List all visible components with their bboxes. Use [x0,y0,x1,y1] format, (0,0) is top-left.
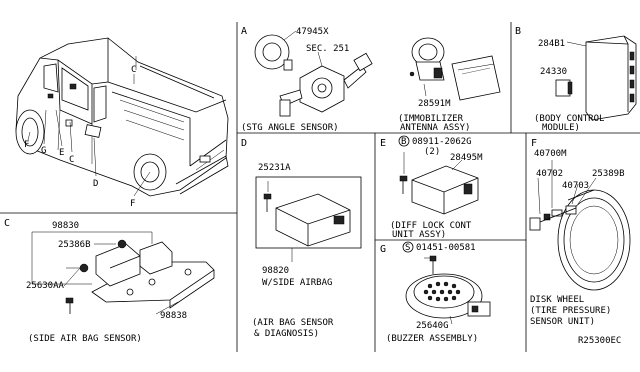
part-number-25630aa: 25630AA [26,281,65,291]
part-number-08911-2062g: 08911-2062G [412,137,472,147]
panel-borders [0,22,640,352]
section-ref-251: SEC. 251 [306,44,349,54]
caption-immobilizer: (IMMOBILIZER [398,114,464,124]
panel-label-d: D [241,138,247,149]
callout-f-left: F [24,140,29,150]
caption-body-control: (BODY CONTROL [534,114,604,124]
immobilizer-antenna-drawing [409,37,501,101]
part-number-98820: 98820 [262,266,289,276]
bolt-symbol: B [401,137,406,147]
diff-lock-control-unit-drawing [398,135,479,215]
airbag-sensor-unit-drawing [255,176,362,262]
caption-tire-pressure: (TIRE PRESSURE) [530,306,611,316]
part-number-40700m: 40700M [534,149,567,159]
caption-diagnosis: & DIAGNOSIS) [254,329,319,339]
panel-label-c: C [4,218,10,229]
caption-side-airbag-sensor: (SIDE AIR BAG SENSOR) [28,334,142,344]
caption-unit-assy: UNIT ASSY) [392,230,446,240]
pickup-truck-illustration [15,37,229,197]
caption-diff-lock: (DIFF LOCK CONT [390,221,472,231]
part-number-25640g: 25640G [416,321,449,331]
part-desc-w-side-airbag: W/SIDE AIRBAG [262,278,332,288]
screw-symbol: S [405,243,410,253]
side-airbag-sensor-drawing [31,231,215,315]
panel-label-f: F [531,138,537,149]
caption-airbag-sensor: (AIR BAG SENSOR [252,318,334,328]
callout-e: E [59,148,64,158]
caption-antenna-assy: ANTENNA ASSY) [400,123,470,133]
caption-module: MODULE) [542,123,580,133]
part-qty-2: (2) [424,147,440,157]
caption-buzzer-assembly: (BUZZER ASSEMBLY) [386,334,478,344]
part-number-01451-00581: 01451-00581 [416,243,476,253]
panel-label-g: G [380,244,386,255]
part-number-40702: 40702 [536,169,563,179]
callout-d: D [93,179,98,189]
part-number-25386b: 25386B [58,240,91,250]
tire-pressure-sensor-drawing [529,160,631,291]
caption-disk-wheel: DISK WHEEL [530,295,584,305]
caption-stg-angle-sensor: (STG ANGLE SENSOR) [241,123,339,133]
buzzer-grille [423,281,461,302]
part-number-47945x: 47945X [296,27,329,37]
callout-c-mid: C [69,155,74,165]
part-number-98830: 98830 [52,221,79,231]
part-number-98838: 98838 [160,311,187,321]
panel-label-b: B [515,26,521,37]
diagram-reference-code: R25300EC [578,336,621,346]
part-number-284b1: 284B1 [538,39,565,49]
callout-g: G [41,146,46,156]
panel-label-a: A [241,26,247,37]
steering-angle-sensor-drawing [254,30,373,117]
part-number-40703: 40703 [562,181,589,191]
part-number-28495m: 28495M [450,153,483,163]
panel-label-e: E [380,138,386,149]
buzzer-assembly-drawing [402,241,491,325]
callout-f-right: F [130,199,135,209]
part-number-25389b: 25389B [592,169,625,179]
part-number-24330: 24330 [540,67,567,77]
callout-c-top: C [131,65,136,75]
part-number-28591m: 28591M [418,99,451,109]
caption-sensor-unit: SENSOR UNIT) [530,317,595,327]
part-number-25231a: 25231A [258,163,291,173]
body-control-module-drawing [555,35,637,121]
